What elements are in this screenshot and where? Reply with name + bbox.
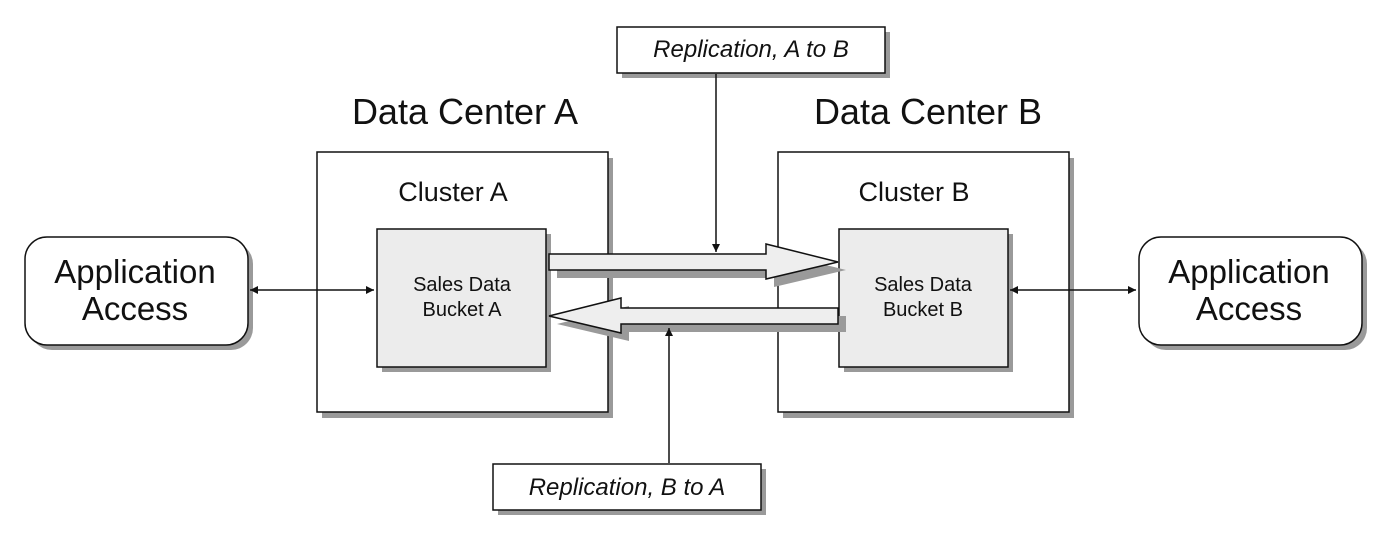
application-access-left-box	[24, 236, 253, 350]
data-center-b-title: Data Center B	[814, 91, 1042, 132]
bucket-b-label-line2: Bucket B	[883, 299, 963, 321]
application-access-left-line2: Access	[82, 290, 188, 327]
bucket-b-box	[838, 228, 1013, 372]
replication-b-to-a-label-box	[492, 463, 766, 515]
application-access-right-line2: Access	[1196, 290, 1302, 327]
replication-a-to-b-label-box	[616, 26, 890, 78]
data-center-a-title: Data Center A	[352, 91, 578, 132]
replication-b-to-a-label: Replication, B to A	[529, 474, 726, 501]
application-access-right-line1: Application	[1168, 253, 1329, 290]
cluster-a-label: Cluster A	[398, 177, 508, 207]
bucket-a-label-line1: Sales Data	[413, 274, 512, 296]
application-access-right-box	[1138, 236, 1367, 350]
replication-arrow-a-to-b	[548, 243, 846, 287]
bucket-a-label-line2: Bucket A	[423, 299, 503, 321]
bucket-b-label-line1: Sales Data	[874, 274, 973, 296]
replication-a-to-b-label: Replication, A to B	[653, 36, 849, 63]
replication-arrow-b-to-a	[548, 297, 846, 341]
application-access-left-line1: Application	[54, 253, 215, 290]
cluster-b-label: Cluster B	[858, 177, 969, 207]
bucket-a-box	[376, 228, 551, 372]
